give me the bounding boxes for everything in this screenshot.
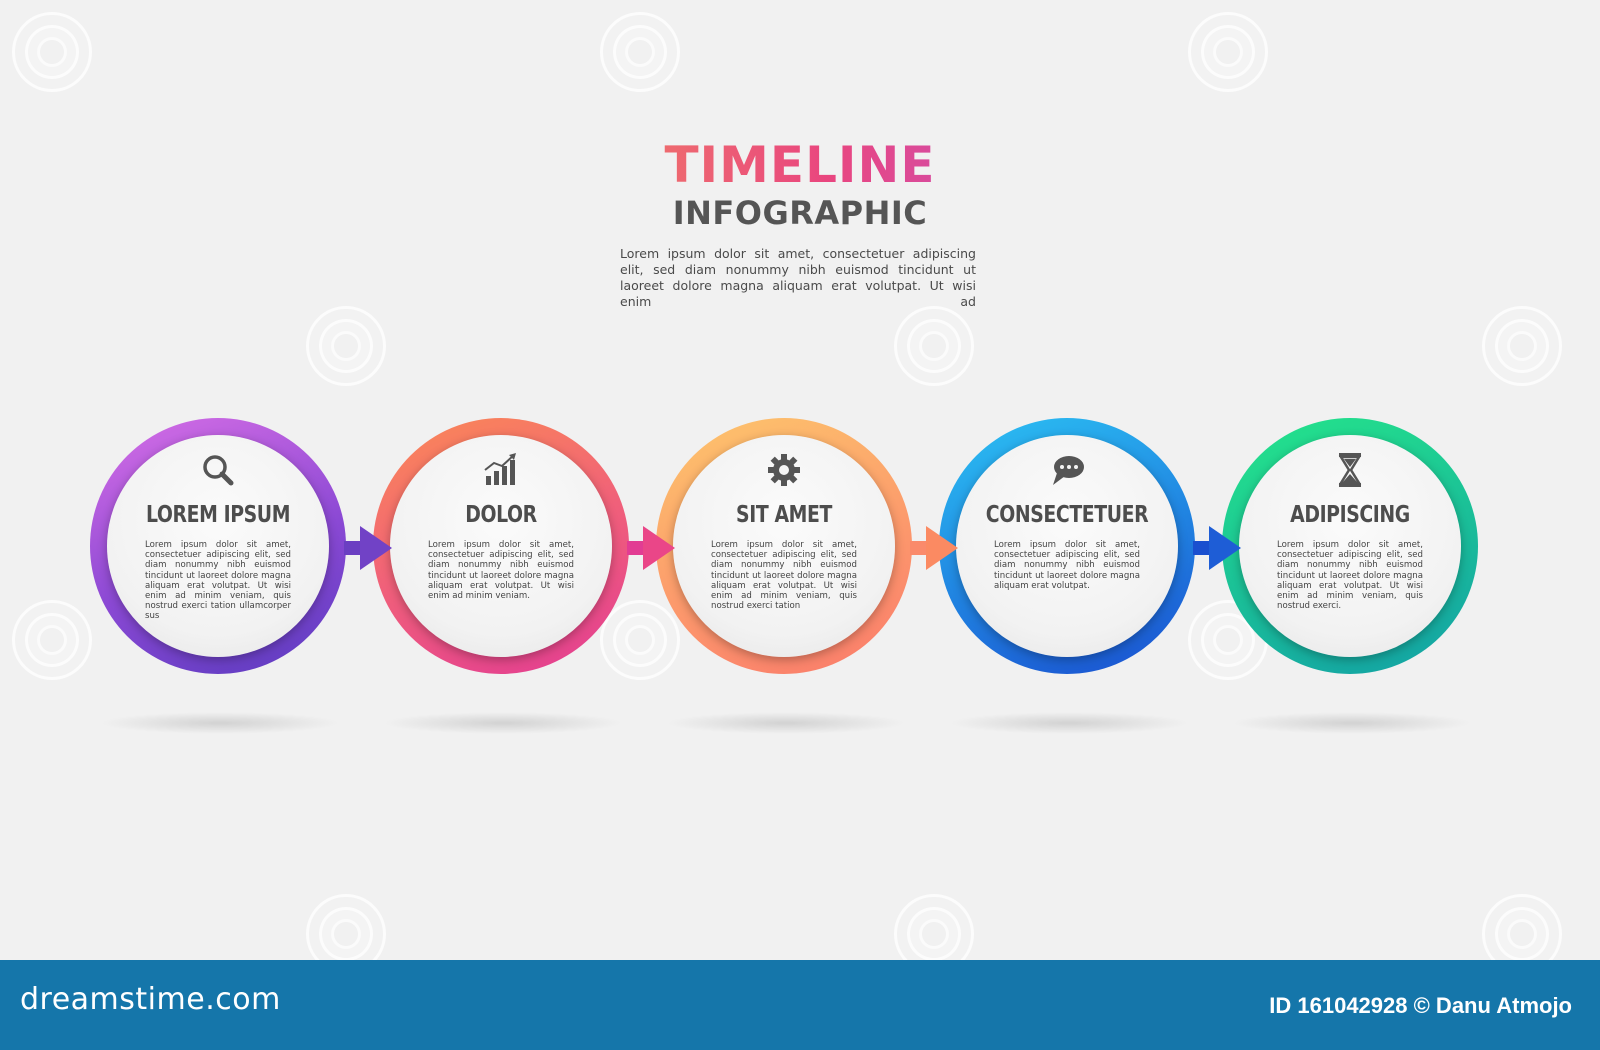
watermark-spiral-icon bbox=[894, 306, 974, 386]
search-icon bbox=[203, 455, 234, 486]
intro-text: Lorem ipsum dolor sit amet, consectetuer… bbox=[620, 246, 976, 309]
step-title: LOREM IPSUM bbox=[145, 502, 291, 528]
hourglass-icon bbox=[1338, 453, 1362, 487]
watermark-spiral-icon bbox=[1482, 306, 1562, 386]
infographic-canvas: TIMELINE INFOGRAPHIC Lorem ipsum dolor s… bbox=[0, 12, 1600, 974]
step-shadow bbox=[1232, 712, 1472, 734]
step-2: DOLOR Lorem ipsum dolor sit amet, consec… bbox=[373, 418, 629, 674]
watermark-spiral-icon bbox=[12, 600, 92, 680]
step-text: Lorem ipsum dolor sit amet, consectetuer… bbox=[428, 540, 574, 602]
step-title: CONSECTETUER bbox=[985, 502, 1149, 528]
watermark-spiral-icon bbox=[306, 306, 386, 386]
arrow-right-icon bbox=[344, 526, 392, 570]
step-text: Lorem ipsum dolor sit amet, consectetuer… bbox=[145, 540, 291, 622]
gear-icon bbox=[768, 454, 800, 486]
step-text: Lorem ipsum dolor sit amet, consectetuer… bbox=[994, 540, 1140, 591]
watermark-spiral-icon bbox=[12, 12, 92, 92]
step-shadow bbox=[666, 712, 906, 734]
step-title: DOLOR bbox=[465, 502, 537, 528]
step-disc bbox=[107, 435, 329, 657]
arrow-right-icon bbox=[910, 526, 958, 570]
step-5: ADIPISCING Lorem ipsum dolor sit amet, c… bbox=[1222, 418, 1478, 674]
step-shadow bbox=[100, 712, 340, 734]
arrow-right-icon bbox=[1193, 526, 1241, 570]
step-shadow bbox=[383, 712, 623, 734]
step-4: CONSECTETUER Lorem ipsum dolor sit amet,… bbox=[939, 418, 1195, 674]
arrow-right-icon bbox=[627, 526, 675, 570]
step-text: Lorem ipsum dolor sit amet, consectetuer… bbox=[711, 540, 857, 612]
title-sub: INFOGRAPHIC bbox=[672, 194, 928, 232]
step-disc bbox=[1239, 435, 1461, 657]
step-1: LOREM IPSUM Lorem ipsum dolor sit amet, … bbox=[90, 418, 346, 674]
footer-bar: dreamstime.com ID 161042928 © Danu Atmoj… bbox=[0, 960, 1600, 1050]
step-title: SIT AMET bbox=[736, 502, 832, 528]
step-disc bbox=[390, 435, 612, 657]
title-block: TIMELINE INFOGRAPHIC bbox=[0, 136, 1600, 232]
step-3: SIT AMET Lorem ipsum dolor sit amet, con… bbox=[656, 418, 912, 674]
step-text: Lorem ipsum dolor sit amet, consectetuer… bbox=[1277, 540, 1423, 612]
footer-image-id: ID 161042928 © Danu Atmojo bbox=[1269, 993, 1572, 1018]
footer-brand-logo: dreamstime.com bbox=[20, 982, 281, 1017]
watermark-spiral-icon bbox=[600, 12, 680, 92]
step-title: ADIPISCING bbox=[1290, 502, 1410, 528]
bar-chart-icon bbox=[484, 453, 516, 485]
step-shadow bbox=[949, 712, 1189, 734]
chat-bubble-icon bbox=[1053, 456, 1084, 485]
watermark-spiral-icon bbox=[600, 600, 680, 680]
watermark-spiral-icon bbox=[1188, 12, 1268, 92]
title-main: TIMELINE bbox=[664, 136, 936, 194]
